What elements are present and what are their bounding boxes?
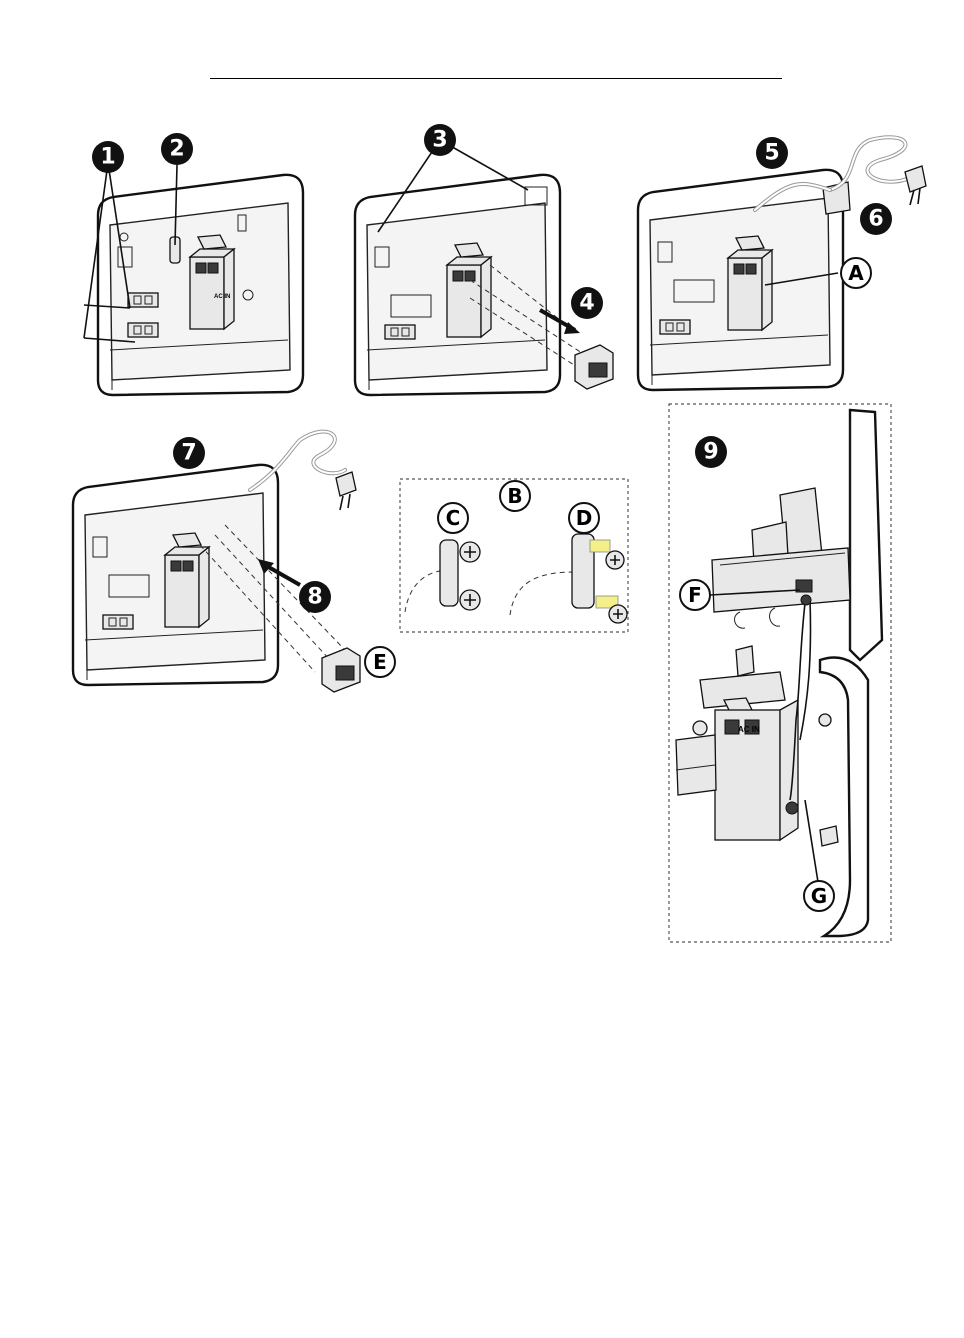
callout-label-A: A [848, 261, 864, 285]
leader-G [805, 800, 818, 882]
step-label-1: 1 [100, 145, 115, 170]
callout-label-G: G [811, 884, 827, 908]
callout-label-B: B [507, 484, 522, 508]
step-badge-9: 9 [695, 436, 727, 468]
module-label-1: AC IN [214, 294, 230, 300]
plug-7 [336, 472, 356, 496]
callout-label-E: E [373, 650, 387, 674]
cover-plug [575, 345, 613, 389]
callout-G: G [804, 881, 834, 911]
step-badge-5: 5 [756, 137, 788, 169]
callout-A: A [841, 258, 871, 288]
step-badge-2: 2 [161, 133, 193, 165]
panel-4 [73, 465, 278, 685]
step-label-2: 2 [169, 137, 184, 162]
panel-2 [355, 175, 560, 395]
step-badge-3: 3 [424, 124, 456, 156]
step-label-7: 7 [181, 441, 196, 466]
step-label-3: 3 [432, 128, 447, 153]
step-label-6: 6 [868, 207, 883, 232]
step-badge-4: 4 [571, 287, 603, 319]
plug-5 [905, 166, 926, 192]
detail-D [510, 534, 627, 623]
callout-label-C: C [446, 506, 461, 530]
detail-9-drawing [676, 410, 882, 936]
callout-E: E [365, 647, 395, 677]
callout-C: C [438, 503, 468, 533]
step-label-9: 9 [703, 440, 718, 465]
step-label-4: 4 [579, 291, 594, 316]
module-label-9: AC IN [738, 725, 760, 734]
callout-F: F [680, 580, 710, 610]
detail-C [405, 540, 480, 612]
step-badge-7: 7 [173, 437, 205, 469]
step-badge-1: 1 [92, 141, 124, 173]
cover-plug-E [322, 648, 360, 692]
callout-D: D [569, 503, 599, 533]
callout-B: B [500, 481, 530, 511]
callout-label-F: F [688, 583, 702, 607]
panel-3 [638, 170, 850, 390]
panel-1 [98, 175, 303, 395]
step-label-5: 5 [764, 141, 779, 166]
step-badge-8: 8 [299, 581, 331, 613]
callout-label-D: D [576, 506, 593, 530]
step-label-8: 8 [307, 585, 322, 610]
step-badge-6: 6 [860, 203, 892, 235]
